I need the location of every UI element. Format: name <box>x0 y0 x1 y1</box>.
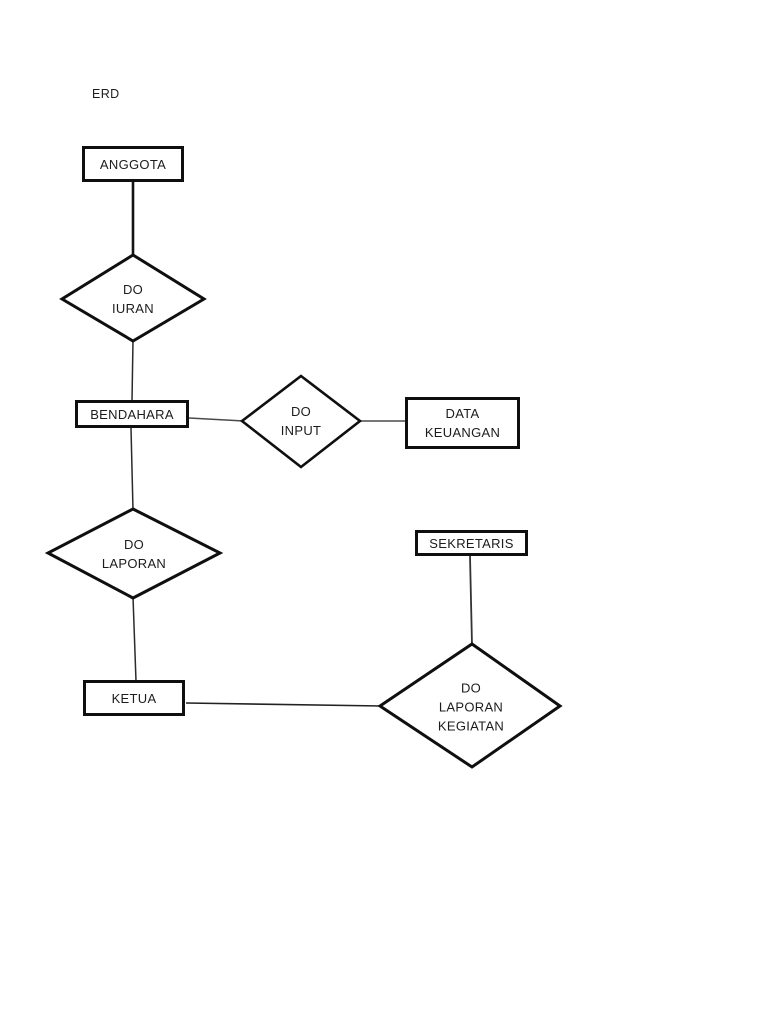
diagram-title: ERD <box>92 87 120 101</box>
connector-bendahara-do-laporan <box>130 427 134 511</box>
entity-sekretaris: SEKRETARIS <box>415 530 528 556</box>
relationship-do-input-label: DO INPUT <box>280 404 322 438</box>
relationship-do-laporan-kegiatan-label: DO LAPORAN KEGIATAN <box>437 680 505 734</box>
relationship-do-iuran-label: DO IURAN <box>112 282 154 316</box>
entity-bendahara: BENDAHARA <box>75 400 189 428</box>
relationship-shape-do-input <box>239 374 363 469</box>
entity-sekretaris-label: SEKRETARIS <box>429 535 514 551</box>
entity-bendahara-label: BENDAHARA <box>90 406 174 422</box>
connector-sekretaris-do-laporan-kegiatan <box>469 555 473 646</box>
entity-ketua-label: KETUA <box>111 690 157 706</box>
entity-anggota-label: ANGGOTA <box>99 156 167 172</box>
connector-do-iuran-bendahara <box>131 339 134 402</box>
entity-ketua: KETUA <box>83 680 185 716</box>
relationship-shape-do-iuran <box>59 253 207 343</box>
connector-ketua-do-laporan-kegiatan <box>185 702 383 707</box>
connector-do-laporan-ketua <box>132 596 137 682</box>
relationship-shape-do-laporan <box>44 507 224 600</box>
relationship-do-laporan-label: DO LAPORAN <box>101 537 167 571</box>
entity-data-keuangan: DATA KEUANGAN <box>405 397 520 449</box>
entity-data-keuangan-label: DATA KEUANGAN <box>424 406 501 440</box>
connector-bendahara-do-input <box>188 417 245 422</box>
entity-anggota: ANGGOTA <box>82 146 184 182</box>
relationship-shape-do-laporan-kegiatan <box>377 642 563 769</box>
